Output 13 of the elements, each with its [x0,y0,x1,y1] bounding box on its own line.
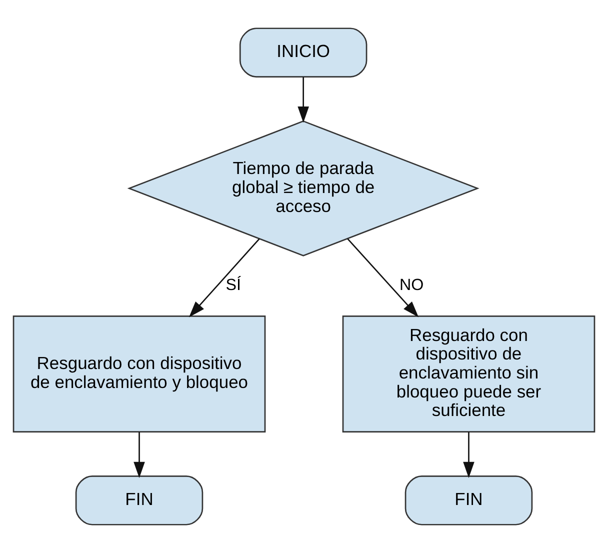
arrow [298,77,309,123]
node-box: Resguardo con dispositivo de enclavamiento sin bloqueo puede ser suficiente [342,316,596,432]
node-box: FIN [75,476,204,526]
node-diamond: Tiempo de parada global ≥ tiempo de acceso [127,120,480,256]
arrow [463,432,474,478]
arrow [188,238,260,318]
arrow [347,238,419,318]
node-box: FIN [404,476,533,526]
arrow [134,432,145,478]
node-box: Resguardo con dispositivo de enclavamiento y bloqueo [12,316,266,432]
edge-label: SÍ [226,276,242,294]
edge-label: NO [399,276,424,294]
node-box: INICIO [239,28,368,78]
